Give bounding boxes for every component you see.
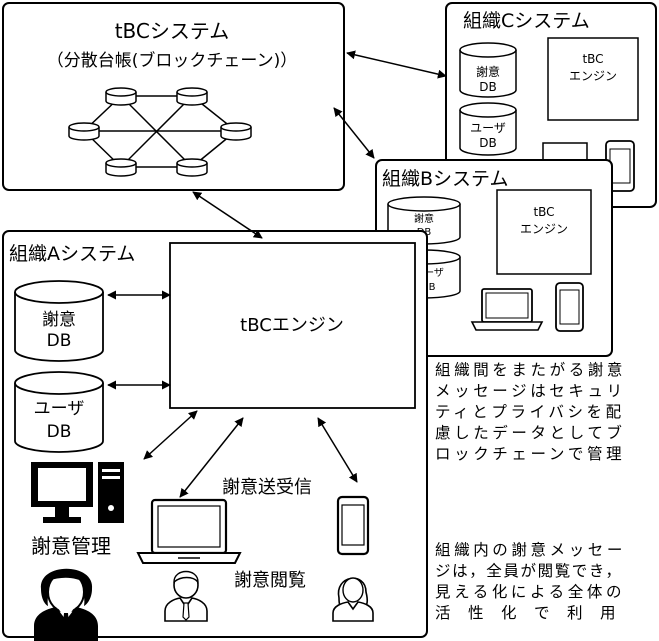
- org-c-engine-label-1: tBC: [582, 52, 603, 66]
- arrow-engine-to-laptop: [179, 417, 244, 498]
- org-c-laptop-icon: [542, 142, 588, 162]
- ledger-node-icon: [105, 158, 137, 177]
- org-a-user-db-label-1: ユーザ: [34, 399, 85, 419]
- ledger-node-icon: [105, 87, 137, 106]
- caption-line: ジは，全員が閲覧でき，: [435, 562, 623, 580]
- desktop-computer-icon: [31, 462, 124, 523]
- label-consent-send-receive: 謝意送受信: [222, 477, 312, 498]
- org-b-user-db-label-1: ーザ: [424, 267, 444, 279]
- org-c-consent-db-label-1: 謝意: [476, 64, 500, 79]
- org-a-engine-label: tBCエンジン: [240, 315, 344, 336]
- caption-intra-organization: 組織内の謝意メッセー ジは，全員が閲覧でき， 見える化による全体の 活 性 化 …: [435, 540, 626, 624]
- caption-line: 組織内の謝意メッセー: [435, 541, 627, 559]
- arrow-tbc-to-org-b: [333, 107, 375, 159]
- org-b-laptop-icon: [470, 288, 544, 331]
- org-b-engine-label-2: エンジン: [520, 222, 568, 236]
- caption-line: 見える化による全体の: [435, 583, 626, 601]
- caption-line: 活 性 化 で 利 用: [435, 604, 617, 622]
- org-c-system: 組織Cシステム 謝意 DB ユーザ DB tBC エンジン: [445, 2, 657, 208]
- org-a-title: 組織Aシステム: [9, 243, 135, 265]
- org-b-title: 組織Bシステム: [382, 168, 508, 190]
- female-user-icon: [332, 577, 374, 622]
- org-a-consent-db-label-2: DB: [47, 331, 72, 351]
- org-c-user-db-label-2: DB: [479, 136, 496, 150]
- org-a-user-db: ユーザ DB: [14, 371, 104, 453]
- caption-line: ティとプライバシを配: [435, 403, 625, 421]
- caption-inter-organization: 組織間をまたがる謝意 メッセージはセキュリ ティとプライバシを配 慮したデータと…: [435, 360, 626, 465]
- org-a-user-db-label-2: DB: [47, 422, 72, 442]
- org-c-consent-db: 謝意 DB: [459, 42, 517, 98]
- org-c-user-db-label-1: ユーザ: [470, 121, 506, 135]
- org-b-smartphone-icon: [555, 282, 584, 332]
- ledger-node-icon: [176, 158, 208, 177]
- org-b-system: 組織Bシステム 謝意 DB ーザ B tBC エンジン: [375, 159, 613, 357]
- arrow-tbc-to-org-c: [346, 50, 447, 79]
- org-c-engine-label-2: エンジン: [569, 69, 617, 83]
- ledger-node-icon: [176, 87, 208, 106]
- caption-line: 組織間をまたがる謝意: [435, 361, 627, 379]
- smartphone-icon: [336, 495, 370, 556]
- manager-person-icon: [34, 568, 98, 641]
- org-b-engine: tBC エンジン: [496, 189, 592, 275]
- arrow-engine-to-smartphone: [317, 417, 358, 483]
- org-c-user-db: ユーザ DB: [459, 102, 517, 156]
- laptop-icon: [136, 498, 242, 564]
- org-b-consent-db-label-1: 謝意: [414, 212, 434, 225]
- org-c-consent-db-label-2: DB: [479, 80, 496, 94]
- org-a-system: 組織Aシステム tBCエンジン 謝意 DB ユーザ DB: [2, 230, 428, 641]
- org-a-engine: tBCエンジン: [169, 242, 416, 409]
- label-consent-management: 謝意管理: [31, 534, 111, 558]
- org-a-consent-db-label-1: 謝意: [42, 310, 76, 330]
- tbc-system-title: tBCシステム: [115, 19, 230, 43]
- caption-line: メッセージはセキュリ: [435, 382, 626, 400]
- org-b-user-db-label-2: B: [429, 282, 436, 293]
- connector-arrows: [107, 50, 447, 498]
- arrow-tbc-to-org-a: [192, 191, 263, 239]
- org-a-consent-db: 謝意 DB: [14, 280, 104, 362]
- caption-line: 慮したデータとしてブ: [435, 424, 626, 442]
- org-b-engine-label-1: tBC: [533, 205, 554, 219]
- tbc-system-subtitle: （分散台帳(ブロックチェーン)）: [47, 50, 297, 71]
- ledger-node-icon: [68, 122, 100, 141]
- org-c-engine: tBC エンジン: [547, 37, 639, 121]
- label-consent-view: 謝意閲覧: [234, 570, 306, 591]
- male-user-icon: [164, 570, 208, 622]
- org-c-title: 組織Cシステム: [463, 10, 590, 32]
- caption-line: ロックチェーンで管理: [435, 445, 626, 463]
- tbc-system: tBCシステム （分散台帳(ブロックチェーン)）: [2, 2, 345, 191]
- ledger-node-icon: [220, 122, 252, 141]
